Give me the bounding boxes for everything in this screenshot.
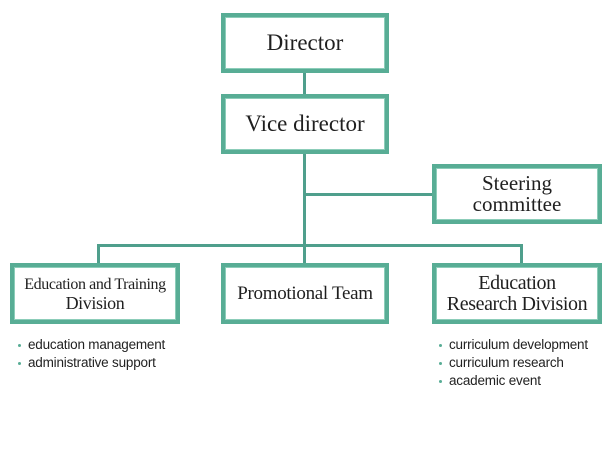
promotional-team-box: Promotional Team — [221, 263, 389, 324]
list-item: administrative support — [16, 354, 206, 372]
education-training-duties-list: education management administrative supp… — [16, 336, 206, 372]
vice-director-box: Vice director — [221, 94, 389, 154]
director-label: Director — [266, 30, 344, 55]
connector-division-right — [520, 244, 523, 264]
vice-director-label: Vice director — [245, 111, 365, 136]
education-research-division-line2: Research Division — [446, 292, 588, 315]
education-training-division-box: Education and Training Division — [10, 263, 180, 324]
connector-division-left — [97, 244, 100, 264]
steering-committee-line2: committee — [472, 192, 562, 216]
list-item: curriculum research — [437, 354, 607, 372]
bullet-icon — [439, 380, 442, 383]
education-research-duties-list: curriculum development curriculum resear… — [437, 336, 607, 390]
bullet-icon — [439, 344, 442, 347]
connector-division-center — [303, 244, 306, 264]
steering-committee-line1: Steering — [482, 171, 552, 195]
education-training-division-line1: Education and Training — [24, 275, 166, 293]
list-item: academic event — [437, 372, 607, 390]
education-training-division-line2: Division — [65, 292, 125, 313]
list-item: curriculum development — [437, 336, 607, 354]
connector-vice-trunk — [303, 152, 306, 245]
connector-division-bar — [97, 244, 523, 247]
bullet-icon — [18, 362, 21, 365]
director-box: Director — [221, 13, 389, 73]
steering-committee-box: Steering committee — [432, 164, 602, 224]
promotional-team-label: Promotional Team — [237, 282, 373, 304]
education-research-division-line1: Education — [478, 271, 556, 294]
bullet-icon — [18, 344, 21, 347]
list-item: education management — [16, 336, 206, 354]
education-research-division-box: Education Research Division — [432, 263, 602, 324]
connector-steering-branch — [303, 193, 433, 196]
connector-director-vice — [303, 72, 306, 96]
bullet-icon — [439, 362, 442, 365]
